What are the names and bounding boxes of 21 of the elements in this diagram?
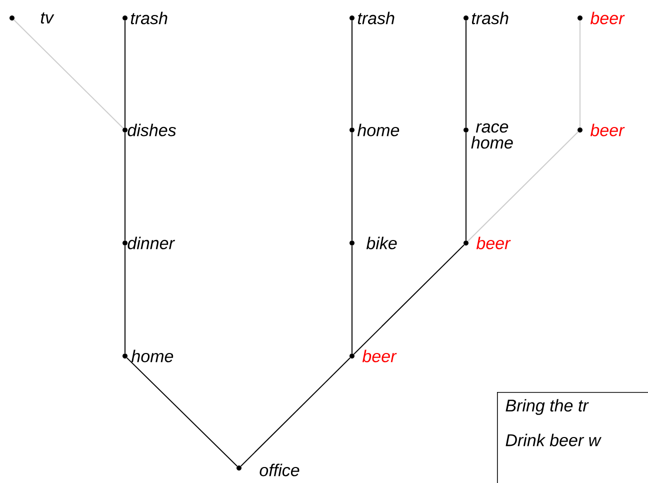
connector-line bbox=[124, 20, 126, 128]
node-label: tv bbox=[40, 12, 54, 24]
connector-line bbox=[13, 19, 124, 129]
connector-line bbox=[240, 357, 351, 467]
node-label: race home bbox=[471, 123, 513, 149]
node-label: trash bbox=[358, 12, 394, 24]
node-label: beer bbox=[362, 350, 397, 362]
connector-line bbox=[124, 132, 126, 241]
connector-line bbox=[467, 131, 579, 242]
node-label: trash bbox=[130, 12, 168, 24]
node-label: beer bbox=[590, 124, 625, 136]
node-label: home bbox=[131, 350, 174, 362]
note-box: Bring the tr Drink beer w bbox=[497, 392, 648, 483]
node-label: office bbox=[260, 464, 300, 476]
node-label: bike bbox=[366, 236, 397, 250]
node-label: beer bbox=[476, 236, 511, 250]
connector-line bbox=[126, 357, 238, 467]
connector-line bbox=[353, 244, 465, 355]
node-label: beer bbox=[590, 12, 625, 24]
connector-line bbox=[124, 245, 126, 354]
node-label: trash bbox=[472, 12, 508, 24]
